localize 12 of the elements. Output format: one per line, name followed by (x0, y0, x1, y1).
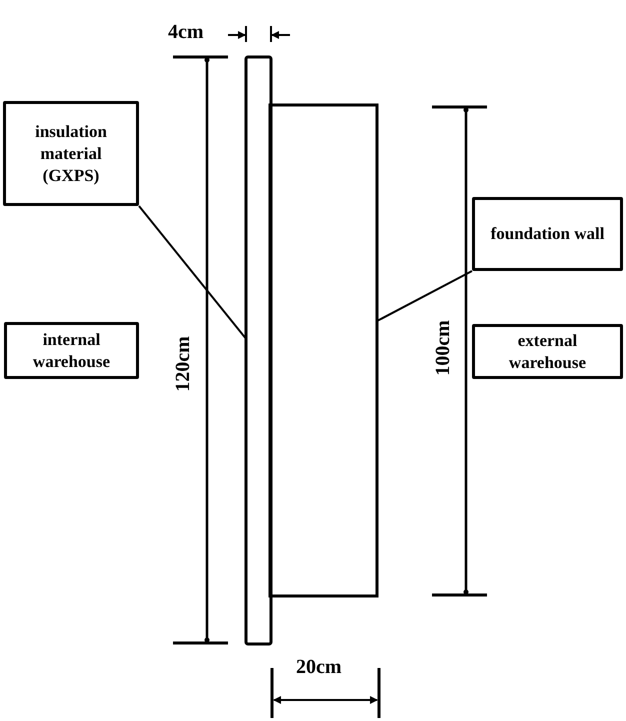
foundation-wall-section (268, 104, 378, 598)
dimension-label: 20cm (296, 655, 342, 679)
label-box: external warehouse (472, 324, 623, 379)
label-box: foundation wall (472, 197, 623, 271)
leader-line (376, 270, 472, 322)
dimension-label: 4cm (168, 20, 204, 44)
dimension-label: 100cm (431, 319, 455, 378)
leader-line (138, 205, 247, 340)
insulation-layer (244, 56, 272, 646)
dimension-label: 120cm (171, 335, 195, 394)
label-box: internal warehouse (4, 322, 139, 379)
label-box: insulation material (GXPS) (3, 101, 139, 206)
